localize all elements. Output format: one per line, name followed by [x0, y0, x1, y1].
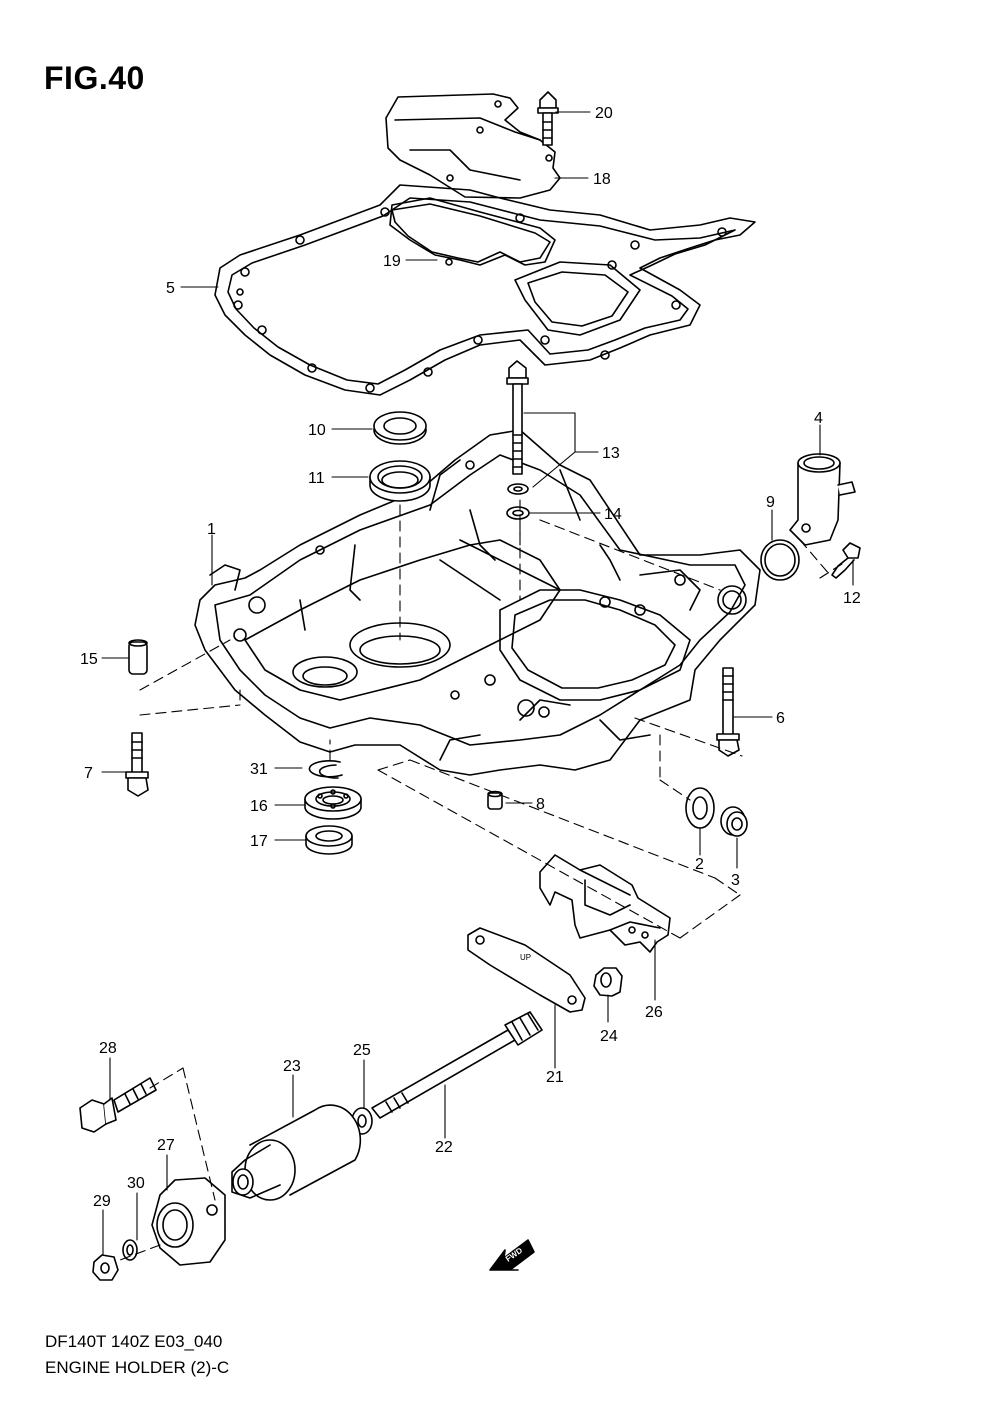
callout-19: 19	[383, 253, 401, 270]
part-11-seal	[369, 460, 431, 502]
part-22-stud	[371, 1011, 543, 1119]
part-4-outlet	[789, 453, 856, 546]
part-1-engine-holder	[194, 429, 761, 776]
callout-3: 3	[731, 872, 740, 889]
up-mark: UP	[520, 953, 531, 962]
callout-29: 29	[93, 1193, 111, 1210]
callout-4: 4	[814, 410, 823, 427]
callouts: 20 18 19 5 10 11 13 14 4 9 12 1 15 7 6 3…	[80, 105, 861, 1210]
callout-2: 2	[695, 856, 704, 873]
callout-11: 11	[308, 470, 325, 487]
part-27-housing	[151, 1177, 226, 1266]
callout-18: 18	[593, 171, 611, 188]
part-10-seal	[373, 411, 427, 445]
callout-17: 17	[250, 833, 268, 850]
part-18-cover	[385, 93, 561, 199]
callout-23: 23	[283, 1058, 301, 1075]
callout-9: 9	[766, 494, 775, 511]
callout-12: 12	[843, 590, 861, 607]
callout-21: 21	[546, 1069, 564, 1086]
callout-5: 5	[166, 280, 175, 297]
part-29-nut	[92, 1254, 119, 1281]
callout-8: 8	[536, 796, 545, 813]
part-14-washer	[506, 506, 530, 520]
part-2-washer	[685, 787, 715, 829]
diagram-caption: ENGINE HOLDER (2)-C	[45, 1358, 230, 1377]
callout-22: 22	[435, 1139, 453, 1156]
part-15-dowel	[128, 639, 148, 675]
callout-10: 10	[308, 422, 326, 439]
part-8-pin	[487, 790, 503, 810]
part-12-bolt	[831, 542, 861, 579]
callout-27: 27	[157, 1137, 175, 1154]
part-21-gasket	[467, 927, 586, 1013]
part-5-gasket	[214, 184, 756, 396]
part-13-bolt	[506, 360, 529, 495]
part-9-oring	[760, 539, 800, 581]
callout-15: 15	[80, 651, 98, 668]
callout-26: 26	[645, 1004, 663, 1021]
callout-16: 16	[250, 798, 268, 815]
part-28-bolt	[79, 1077, 157, 1133]
leader-lines	[101, 111, 854, 1256]
part-20-bolt	[537, 91, 559, 146]
part-31-circlip	[308, 759, 343, 779]
model-code: DF140T 140Z E03_040	[45, 1332, 223, 1351]
part-3-plug	[720, 806, 748, 837]
alignment-lines	[119, 499, 846, 1261]
callout-6: 6	[776, 710, 785, 727]
callout-7: 7	[84, 765, 93, 782]
callout-20: 20	[595, 105, 613, 122]
callout-14: 14	[604, 506, 622, 523]
part-23-mount	[231, 1104, 362, 1201]
part-19-gasket	[391, 203, 551, 263]
part-30-washer	[122, 1239, 138, 1261]
callout-30: 30	[127, 1175, 145, 1192]
figure-title: FIG.40	[44, 60, 145, 96]
fwd-arrow-icon	[489, 1239, 535, 1271]
part-7-bolt	[125, 732, 149, 797]
part-6-bolt	[716, 667, 740, 757]
callout-28: 28	[99, 1040, 117, 1057]
part-24-nut	[593, 967, 623, 997]
part-17-seal	[305, 825, 353, 855]
callout-25: 25	[353, 1042, 371, 1059]
callout-31: 31	[250, 761, 268, 778]
callout-13: 13	[602, 445, 620, 462]
callout-24: 24	[600, 1028, 618, 1045]
part-16-bearing	[304, 786, 362, 820]
part-26-bracket	[539, 854, 671, 953]
callout-1: 1	[207, 521, 216, 538]
